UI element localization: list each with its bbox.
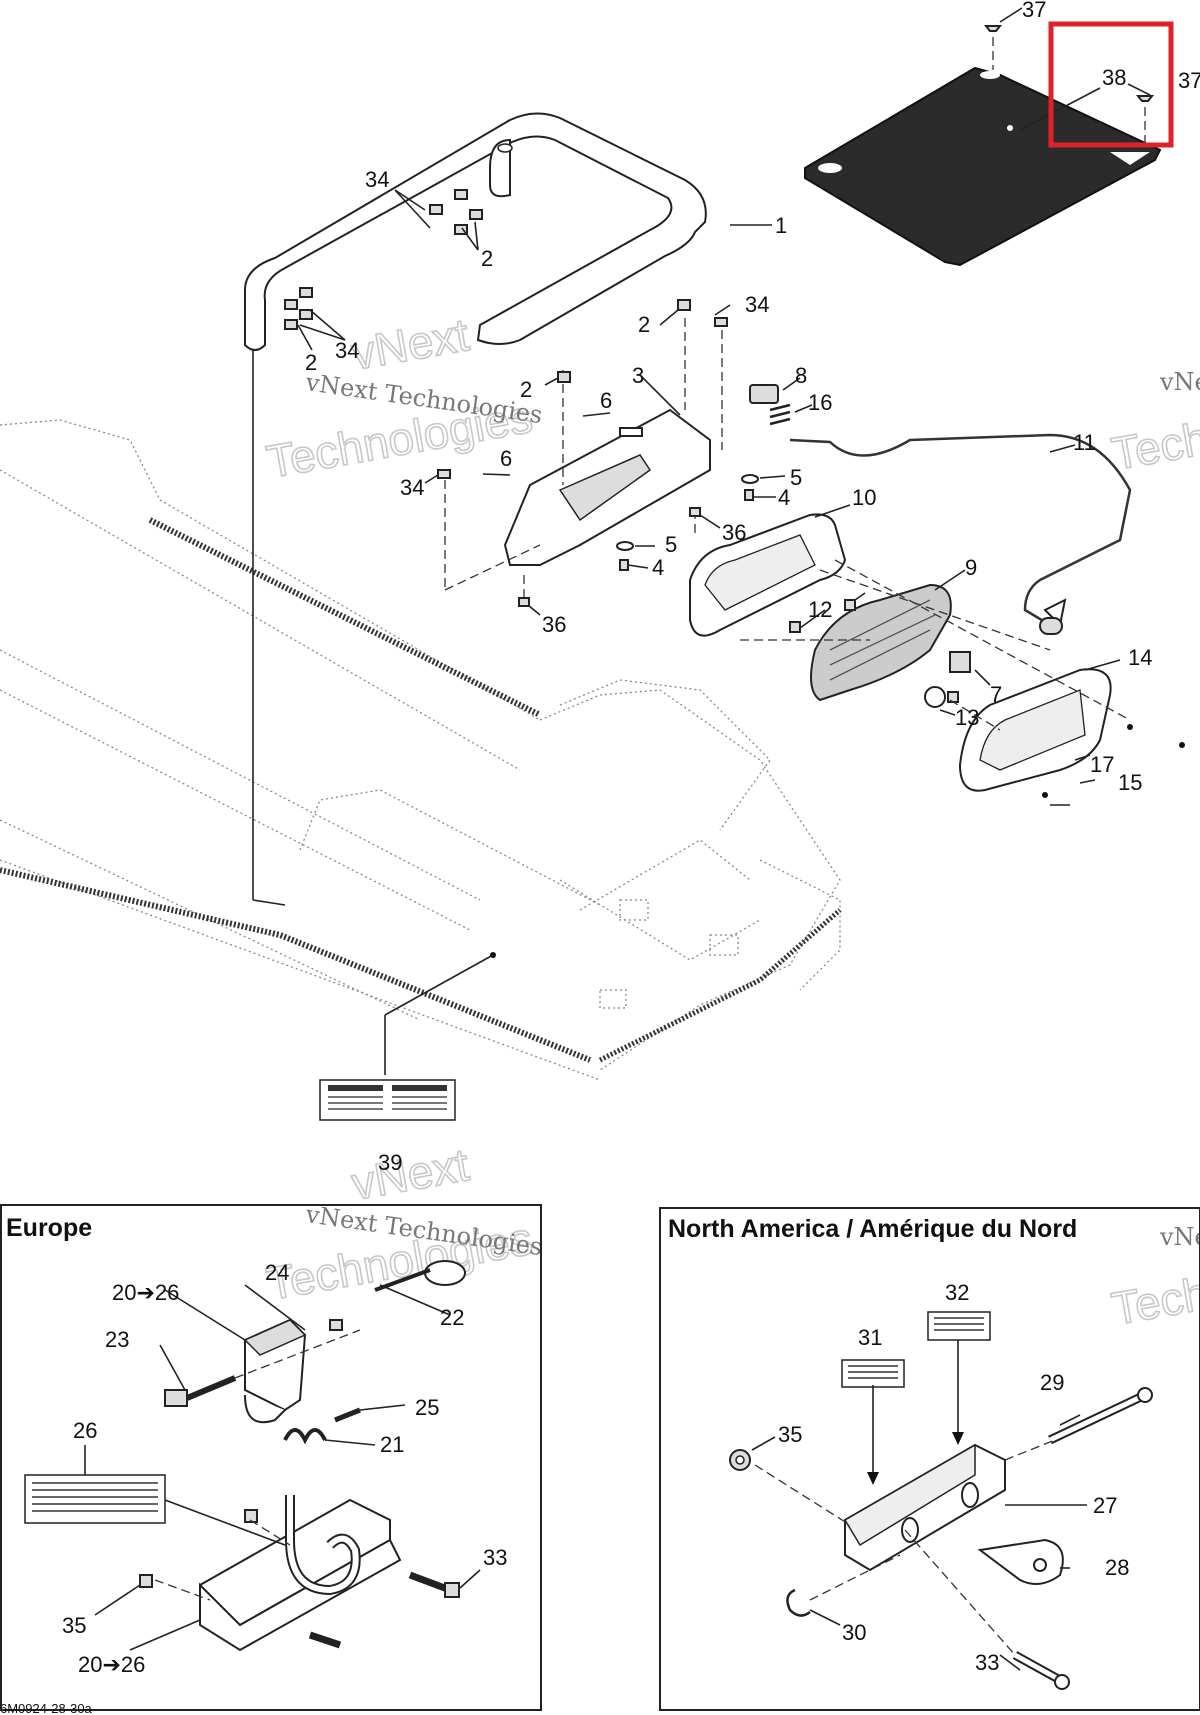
eu-callout-24: 24 bbox=[265, 1260, 289, 1285]
watermark-vnext-europe: vNext bbox=[348, 1138, 473, 1210]
na-callout-35: 35 bbox=[778, 1422, 802, 1447]
eu-callout-20a: 20➔26 bbox=[112, 1280, 179, 1305]
na-callout-33: 33 bbox=[975, 1650, 999, 1675]
callout-17: 17 bbox=[1090, 752, 1114, 777]
eu-callout-20b: 20➔26 bbox=[78, 1652, 145, 1677]
na-callout-27: 27 bbox=[1093, 1493, 1117, 1518]
callout-2d: 2 bbox=[520, 377, 532, 402]
callout-11: 11 bbox=[1073, 430, 1096, 455]
bolt-34-icon bbox=[714, 317, 728, 327]
callout-12: 12 bbox=[808, 597, 832, 622]
grab-bar-part bbox=[244, 112, 707, 351]
callout-4a: 4 bbox=[778, 485, 790, 510]
drawing-code: 6M0924-28-30a bbox=[0, 1701, 93, 1715]
callout-2b: 2 bbox=[305, 350, 317, 375]
callout-16: 16 bbox=[808, 390, 832, 415]
mat-part bbox=[804, 66, 1162, 267]
north-america-panel: North America / Amérique du Nord bbox=[659, 1207, 1200, 1711]
na-title: North America / Amérique du Nord bbox=[668, 1215, 1077, 1243]
bracket-part bbox=[503, 408, 711, 566]
eu-callout-35: 35 bbox=[62, 1613, 86, 1638]
eu-callout-21: 21 bbox=[380, 1432, 404, 1457]
spacer-2-icon bbox=[677, 299, 691, 311]
tail-light-cover-part bbox=[958, 668, 1112, 792]
callout-13: 13 bbox=[955, 705, 979, 730]
socket-icon bbox=[949, 651, 971, 673]
eu-callout-23: 23 bbox=[105, 1327, 129, 1352]
callout-1: 1 bbox=[775, 213, 787, 238]
watermark-technologies-right-2: Technologies bbox=[1108, 1237, 1200, 1335]
callout-36a: 36 bbox=[722, 520, 746, 545]
callout-34d: 34 bbox=[400, 475, 424, 500]
callout-34c: 34 bbox=[745, 292, 769, 317]
snowmobile-tunnel bbox=[0, 419, 842, 1081]
callout-10: 10 bbox=[852, 485, 876, 510]
callout-labels: 37 37 38 1 34 2 34 2 2 34 2 3 6 6 34 5 4… bbox=[305, 0, 1200, 1175]
spacer-2b-icon bbox=[557, 371, 571, 383]
europe-panel: Europe bbox=[0, 1204, 542, 1711]
callout-14: 14 bbox=[1128, 645, 1152, 670]
callout-7: 7 bbox=[990, 682, 1002, 707]
callout-6a: 6 bbox=[600, 388, 612, 413]
eu-callout-22: 22 bbox=[440, 1305, 464, 1330]
watermark-vnext-right-2: vNext bbox=[1159, 1223, 1200, 1251]
na-callout-29: 29 bbox=[1040, 1370, 1064, 1395]
highlight-box[interactable] bbox=[1048, 21, 1174, 148]
callout-36b: 36 bbox=[542, 612, 566, 637]
na-callout-31: 31 bbox=[858, 1325, 882, 1350]
watermark-group: Technologies vNext vNext Technologies Te… bbox=[262, 307, 1200, 1335]
callout-6b: 6 bbox=[500, 446, 512, 471]
europe-title: Europe bbox=[6, 1214, 92, 1242]
screw-37a-icon bbox=[983, 25, 1003, 32]
callout-8: 8 bbox=[795, 363, 807, 388]
bolt-34b-icon bbox=[437, 469, 451, 479]
bolt-group-top bbox=[284, 189, 483, 330]
na-callout-32: 32 bbox=[945, 1280, 969, 1305]
callout-2c: 2 bbox=[638, 312, 650, 337]
watermark-vnext-right: vNext bbox=[1159, 368, 1200, 396]
callout-2a: 2 bbox=[481, 246, 493, 271]
callout-3: 3 bbox=[632, 363, 644, 388]
bulb-icon bbox=[924, 686, 946, 708]
watermark-vnext: vNext bbox=[348, 308, 473, 380]
screw-37b-icon bbox=[1135, 95, 1155, 102]
callout-9: 9 bbox=[965, 555, 977, 580]
na-callout-30: 30 bbox=[842, 1620, 866, 1645]
callout-5b: 5 bbox=[665, 532, 677, 557]
eu-callout-33: 33 bbox=[483, 1545, 507, 1570]
callout-37a: 37 bbox=[1022, 0, 1046, 22]
callout-4b: 4 bbox=[652, 555, 664, 580]
callout-15: 15 bbox=[1118, 770, 1142, 795]
eu-callout-25: 25 bbox=[415, 1395, 439, 1420]
callout-38: 38 bbox=[1102, 65, 1126, 90]
warning-decal-39 bbox=[319, 1079, 456, 1121]
callout-34b: 34 bbox=[335, 338, 359, 363]
callout-37b: 37 bbox=[1178, 68, 1200, 93]
watermark-technologies-right: Technologies bbox=[1108, 382, 1200, 480]
callout-5a: 5 bbox=[790, 465, 802, 490]
light-housing-part bbox=[689, 513, 847, 637]
eu-callout-26: 26 bbox=[73, 1418, 97, 1443]
callout-34a: 34 bbox=[365, 167, 389, 192]
callout-39: 39 bbox=[378, 1150, 402, 1175]
na-callout-28: 28 bbox=[1105, 1555, 1129, 1580]
connector-icon bbox=[749, 384, 779, 404]
wire-harness bbox=[789, 433, 1132, 627]
